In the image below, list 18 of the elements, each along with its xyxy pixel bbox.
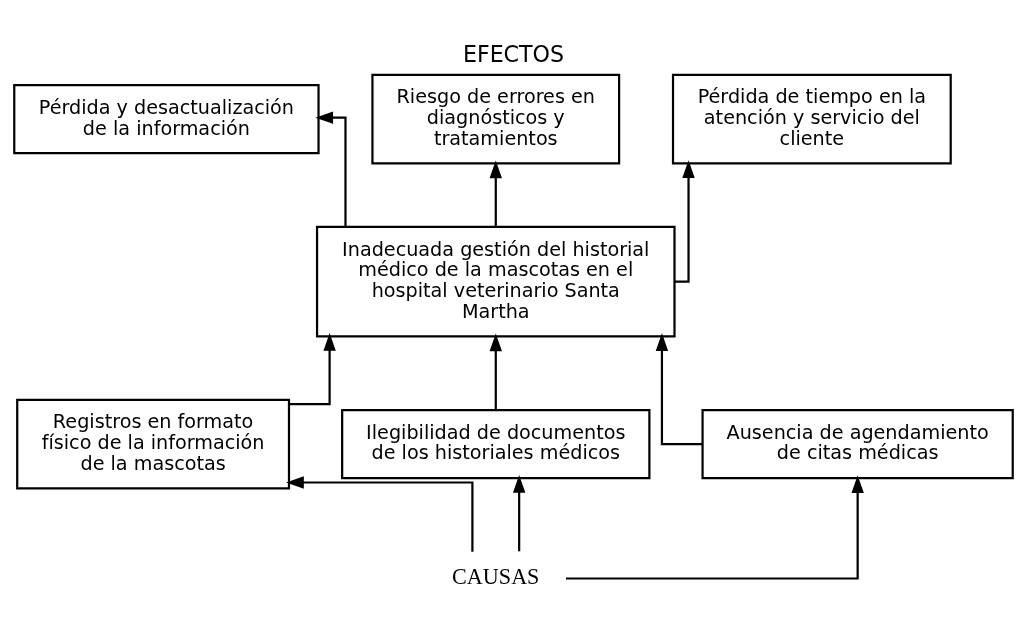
node-text: CAUSAS: [452, 563, 540, 589]
arrow: [489, 160, 502, 227]
arrow: [286, 476, 474, 552]
node-box: Ilegibilidad de documentos de los historiales médicos: [341, 409, 651, 480]
arrow: [674, 160, 695, 283]
node-box: Pérdida y desactualización de la información: [13, 84, 320, 155]
node-box: Riesgo de errores en diagnósticos y tratamientos: [371, 73, 621, 165]
node-box: Inadecuada gestión del historial médico de la mascotas en el hospital veterinario Santa Martha: [315, 225, 676, 338]
arrow: [512, 475, 526, 552]
node-box: Registros en formato físico de la información de la mascotas: [16, 398, 291, 490]
diagram-title: EFECTOS: [462, 40, 565, 67]
node-box: Pérdida de tiempo en la atención y servicio del cliente: [671, 73, 952, 165]
arrow: [289, 333, 336, 406]
arrow: [489, 333, 502, 411]
arrow: [315, 111, 347, 227]
arrow: [566, 475, 864, 580]
node-box: Ausencia de agendamiento de citas médicas: [701, 409, 1014, 480]
arrow: [655, 333, 703, 446]
